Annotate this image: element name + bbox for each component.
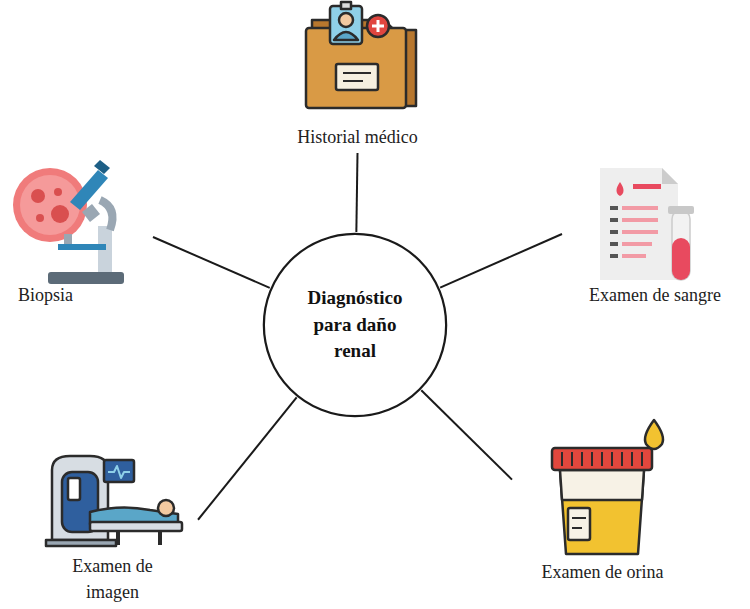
connector-line [356, 153, 357, 232]
item-label: Examen de imagen [53, 553, 173, 605]
center-title: Diagnóstico para daño renal [293, 285, 417, 365]
test-item: Historial médico [270, 5, 445, 150]
circle-shape [264, 234, 446, 416]
imaging-machine-icon [46, 456, 182, 546]
connector-line [421, 390, 512, 479]
center-circle: Diagnóstico para daño renal [262, 232, 448, 418]
urine-cup-icon [552, 420, 663, 554]
test-item: Examen de sangre [565, 160, 745, 308]
connector-line [153, 237, 270, 288]
item-label: Examen de sangre [589, 282, 721, 308]
test-item: Biopsia [8, 160, 150, 308]
blood-test-icon [600, 168, 694, 280]
connector-line [440, 234, 562, 288]
item-label: Biopsia [18, 282, 73, 308]
item-label: Historial médico [297, 124, 417, 150]
test-item: Examen de orina [515, 415, 690, 585]
item-label: Examen de orina [542, 559, 664, 585]
microscope-icon [13, 160, 124, 284]
folder-icon [306, 2, 416, 108]
test-item: Examen de imagen [30, 450, 195, 605]
connector-line [198, 397, 297, 519]
